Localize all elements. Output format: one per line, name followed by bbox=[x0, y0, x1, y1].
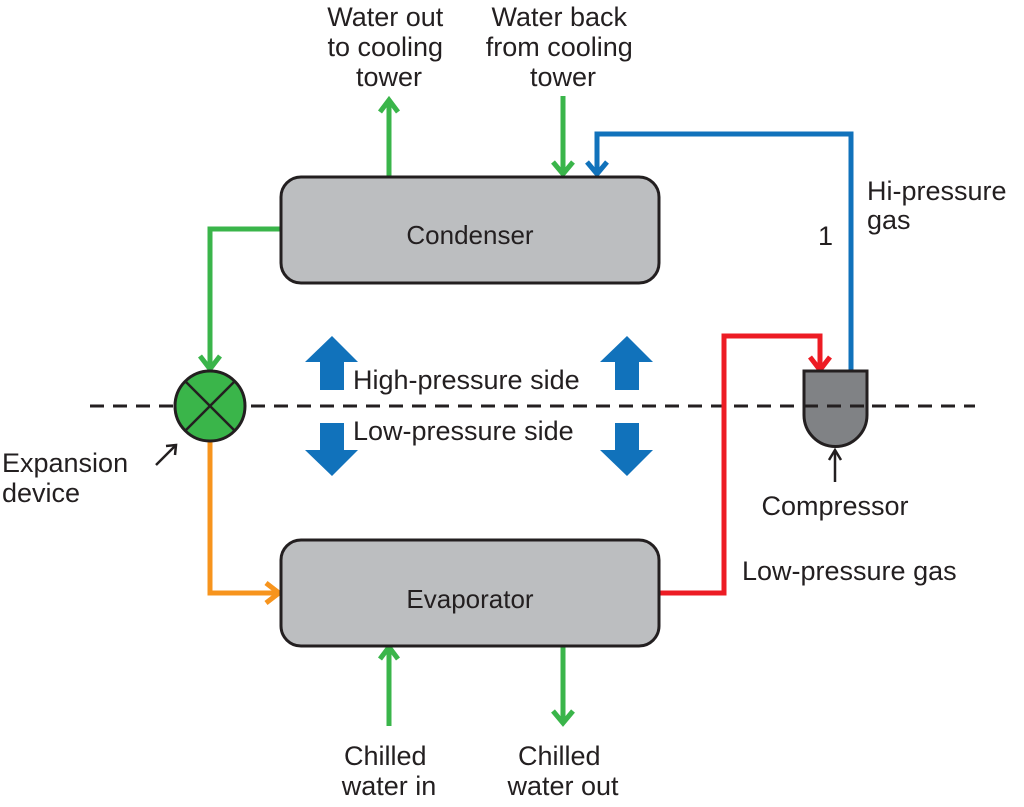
arrow-down-icon bbox=[198, 354, 222, 374]
expansion-device-label: Expansion device bbox=[2, 448, 136, 508]
expansion-device[interactable] bbox=[173, 369, 247, 443]
arrow-down-icon bbox=[551, 709, 575, 727]
hi-pressure-gas-line bbox=[585, 131, 854, 371]
chilled-water-out-line bbox=[551, 645, 575, 727]
chilled-water-in-line bbox=[378, 642, 400, 726]
arrow-down-icon bbox=[585, 160, 609, 178]
low-pressure-side-label: Low-pressure side bbox=[353, 416, 574, 446]
arrow-right-icon bbox=[264, 581, 284, 605]
expansion-to-evaporator-line bbox=[207, 441, 284, 605]
high-pressure-side-label: High-pressure side bbox=[353, 365, 580, 395]
water-out-to-tower-label: Water out to cooling tower bbox=[327, 2, 451, 92]
condenser-label: Condenser bbox=[406, 220, 534, 250]
high-pressure-up-arrow-icon-left bbox=[305, 336, 358, 390]
expansion-pointer-arrow-icon bbox=[155, 443, 178, 466]
low-pressure-gas-label: Low-pressure gas bbox=[742, 556, 957, 586]
compressor-label: Compressor bbox=[761, 491, 908, 521]
arrow-up-icon bbox=[378, 95, 400, 114]
evaporator-label: Evaporator bbox=[406, 584, 534, 614]
water-back-from-tower-label: Water back from cooling tower bbox=[486, 2, 641, 92]
water-out-to-tower-line bbox=[378, 95, 400, 177]
evaporator[interactable]: Evaporator bbox=[279, 538, 661, 648]
condenser[interactable]: Condenser bbox=[279, 175, 661, 285]
low-pressure-down-arrow-icon-right bbox=[600, 423, 653, 476]
chilled-water-out-label: Chilled water out bbox=[506, 741, 619, 801]
compressor[interactable] bbox=[802, 369, 869, 448]
low-pressure-down-arrow-icon-left bbox=[305, 423, 358, 476]
high-pressure-up-arrow-icon-right bbox=[600, 336, 653, 390]
chilled-water-in-label: Chilled water in bbox=[341, 741, 437, 801]
arrow-down-icon bbox=[551, 160, 575, 178]
line-number-label: 1 bbox=[818, 221, 833, 251]
hi-pressure-gas-label: Hi-pressure gas bbox=[867, 176, 1014, 235]
water-back-from-tower-line bbox=[551, 96, 575, 178]
condenser-to-expansion-line bbox=[198, 226, 281, 374]
compressor-pointer-arrow-icon bbox=[827, 447, 843, 482]
